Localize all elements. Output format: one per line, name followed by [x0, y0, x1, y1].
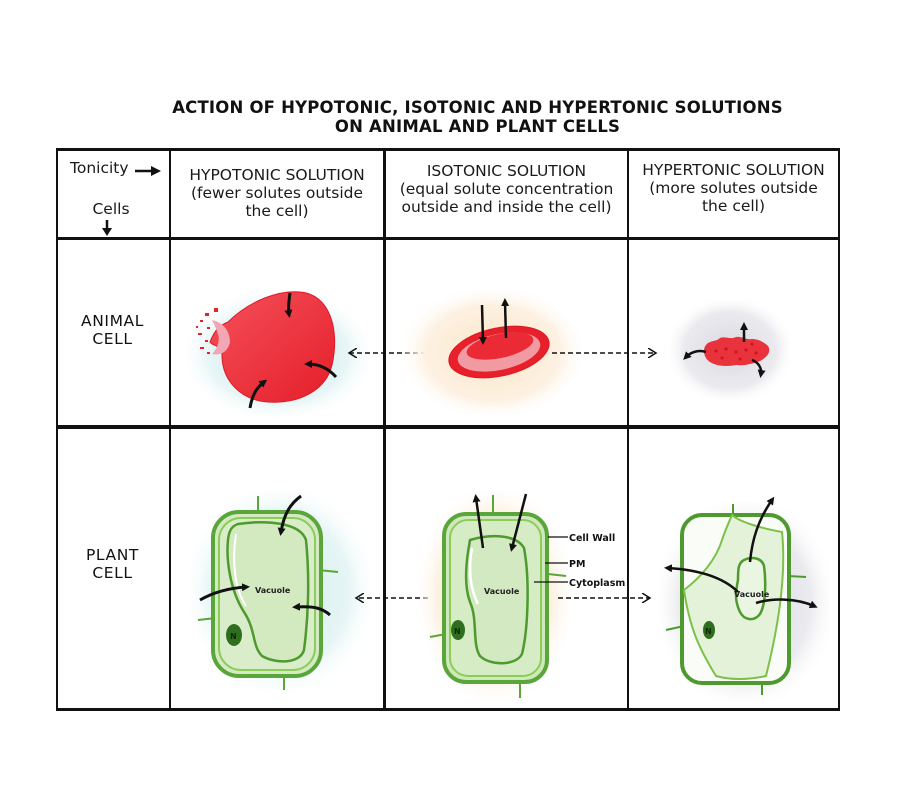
table-border-top — [56, 148, 840, 151]
corner-tonicity-label: Tonicity — [70, 159, 160, 177]
row-label-line: PLANT — [85, 546, 139, 564]
row-label-animal: ANIMAL CELL — [56, 312, 169, 348]
vacuole-label: Vacuole — [734, 590, 770, 599]
corner-cells-label: Cells — [76, 200, 146, 218]
row-divider — [56, 425, 840, 429]
vacuole-label: Vacuole — [255, 586, 291, 595]
cells-text: Cells — [92, 200, 130, 218]
right-arrow-icon — [135, 166, 161, 176]
down-arrow-icon — [102, 220, 112, 236]
cell-wall-label: Cell Wall — [569, 533, 615, 544]
nucleus-label: N — [705, 627, 712, 636]
row-label-line: CELL — [92, 564, 133, 582]
column-name: ISOTONIC SOLUTION — [426, 162, 587, 180]
table-border-bottom — [56, 708, 840, 711]
title-line-2: ON ANIMAL AND PLANT CELLS — [334, 117, 621, 136]
column-header-hypotonic: HYPOTONIC SOLUTION (fewer solutes outsid… — [171, 166, 383, 220]
col-divider-3 — [627, 148, 629, 711]
isotonic-plant-cell: Vacuole N Cell Wall PM Cytoplasm — [420, 490, 625, 700]
column-header-isotonic: ISOTONIC SOLUTION (equal solute concentr… — [386, 162, 627, 216]
column-desc: (equal solute concentration — [399, 180, 614, 198]
nucleus-label: N — [230, 632, 237, 641]
diagram-title: ACTION OF HYPOTONIC, ISOTONIC AND HYPERT… — [0, 98, 900, 136]
column-name: HYPOTONIC SOLUTION — [189, 166, 365, 184]
column-desc: (more solutes outside — [649, 179, 818, 197]
header-divider — [56, 237, 840, 240]
vacuole-label: Vacuole — [484, 587, 520, 596]
hypertonic-plant-cell: Vacuole N — [660, 496, 830, 702]
column-desc: (fewer solutes outside — [191, 184, 363, 202]
isotonic-animal-cell — [405, 290, 580, 415]
column-header-hypertonic: HYPERTONIC SOLUTION (more solutes outsid… — [629, 161, 838, 215]
title-line-1: ACTION OF HYPOTONIC, ISOTONIC AND HYPERT… — [172, 98, 783, 117]
col-divider-2 — [383, 148, 386, 711]
table-border-right — [838, 148, 840, 711]
row-label-plant: PLANT CELL — [56, 546, 169, 582]
column-desc: outside and inside the cell) — [401, 198, 612, 216]
cytoplasm-label: Cytoplasm — [569, 578, 625, 589]
column-desc: the cell) — [245, 202, 309, 220]
column-desc: the cell) — [701, 197, 766, 215]
row-label-line: ANIMAL — [81, 312, 144, 330]
hypotonic-plant-cell: Vacuole N — [190, 490, 370, 690]
pm-label: PM — [569, 559, 585, 570]
nucleus-label: N — [454, 627, 461, 636]
table-border-left — [56, 148, 58, 711]
col-divider-1 — [169, 148, 171, 711]
column-name: HYPERTONIC SOLUTION — [642, 161, 825, 179]
tonicity-table: Tonicity Cells HYPOTONIC SOLUTION (fewer… — [56, 148, 840, 711]
tonicity-text: Tonicity — [70, 159, 129, 177]
hypotonic-animal-cell — [188, 291, 368, 417]
hypertonic-animal-cell — [670, 300, 790, 400]
row-label-line: CELL — [92, 330, 133, 348]
